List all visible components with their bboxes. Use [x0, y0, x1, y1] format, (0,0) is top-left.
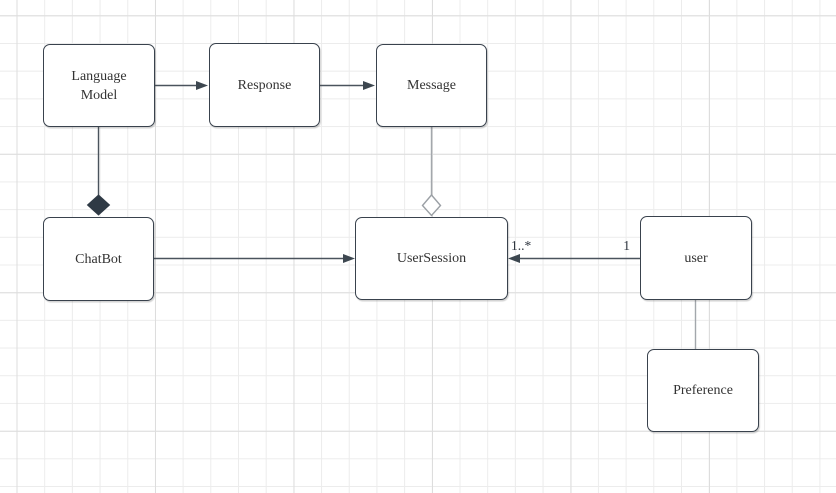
- node-chatbot[interactable]: ChatBot: [43, 217, 154, 301]
- node-label: Preference: [673, 383, 733, 398]
- node-language-model[interactable]: Language Model: [43, 44, 155, 127]
- node-label: Language Model: [71, 68, 127, 103]
- arrowhead-right-icon: [196, 81, 208, 90]
- multiplicity-label-source: 1: [623, 238, 630, 253]
- edge-response-to-message[interactable]: [320, 81, 375, 90]
- node-label: UserSession: [396, 251, 467, 266]
- arrowhead-right-icon: [343, 254, 355, 263]
- aggregation-diamond-icon: [421, 193, 442, 217]
- arrowhead-right-icon: [363, 81, 375, 90]
- node-message[interactable]: Message: [376, 44, 487, 127]
- edge-user-to-usersession[interactable]: 1..* 1: [508, 238, 640, 263]
- node-preference[interactable]: Preference: [647, 349, 759, 432]
- node-label: user: [684, 250, 708, 266]
- node-response[interactable]: Response: [209, 43, 320, 127]
- edge-chatbot-to-usersession[interactable]: [154, 254, 355, 263]
- node-usersession[interactable]: UserSession: [355, 217, 508, 300]
- edge-languagemodel-to-response[interactable]: [155, 81, 208, 90]
- node-user[interactable]: user: [640, 216, 752, 300]
- composition-diamond-icon: [86, 194, 111, 216]
- edge-languagemodel-to-chatbot[interactable]: [86, 127, 111, 216]
- multiplicity-label-target: 1..*: [511, 238, 532, 253]
- node-label: Message: [407, 78, 456, 93]
- edge-message-to-usersession[interactable]: [421, 127, 442, 217]
- arrowhead-left-icon: [508, 254, 520, 263]
- node-label: Response: [237, 77, 292, 93]
- node-label: ChatBot: [75, 251, 122, 267]
